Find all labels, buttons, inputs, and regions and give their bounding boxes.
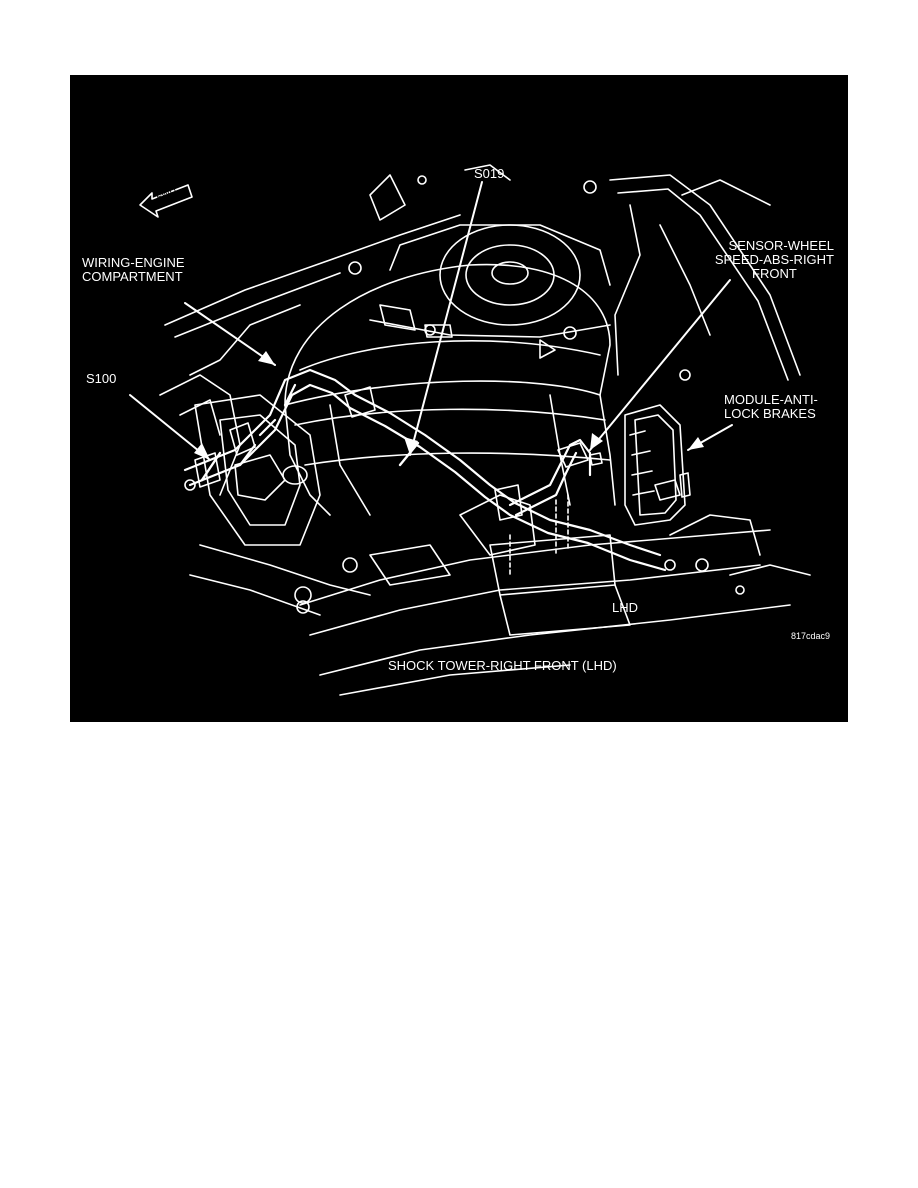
shock-tower-illustration: FWD S019 WIRING-ENGINE COMPARTMENT S100 …	[70, 75, 848, 722]
sensor-line-1: SENSOR-WHEEL	[728, 238, 834, 253]
callout-arrowheads	[194, 351, 704, 460]
callout-s100: S100	[86, 372, 116, 386]
mounting-studs	[509, 494, 569, 576]
sensor-line-3: FRONT	[752, 266, 797, 281]
callout-s019: S019	[474, 167, 504, 181]
callout-sensor-wheel-speed: SENSOR-WHEEL SPEED-ABS-RIGHT FRONT	[715, 239, 834, 281]
figure-id: 817cdac9	[791, 629, 830, 643]
abs-module-outline	[624, 404, 691, 526]
wiring-line-1: WIRING-ENGINE	[82, 255, 185, 270]
fasteners	[184, 175, 745, 614]
sensor-line-2: SPEED-ABS-RIGHT	[714, 252, 834, 267]
body-panel-outline	[159, 164, 801, 496]
fwd-arrow-icon	[139, 184, 193, 218]
harness-clips	[194, 386, 523, 521]
callout-abs-module: MODULE-ANTI- LOCK BRAKES	[724, 393, 818, 421]
callout-wiring-engine-compartment: WIRING-ENGINE COMPARTMENT	[82, 256, 185, 284]
lhd-text: LHD	[612, 600, 639, 615]
s019-text: S019	[474, 166, 505, 181]
callout-leaders	[129, 181, 733, 461]
splice-marks	[200, 441, 420, 482]
module-line-2: LOCK BRAKES	[724, 406, 816, 421]
s100-text: S100	[86, 371, 117, 386]
line-art	[129, 164, 811, 696]
wiring-line-2: COMPARTMENT	[82, 269, 183, 284]
figure-caption: SHOCK TOWER-RIGHT FRONT (LHD)	[388, 659, 617, 673]
left-mount-bracket	[189, 394, 371, 616]
variant-label: LHD	[612, 601, 638, 615]
figure-id-text: 817cdac9	[791, 631, 831, 641]
caption-text: SHOCK TOWER-RIGHT FRONT (LHD)	[388, 658, 617, 673]
module-line-1: MODULE-ANTI-	[724, 392, 818, 407]
wheel-speed-sensor-connector	[557, 442, 603, 468]
